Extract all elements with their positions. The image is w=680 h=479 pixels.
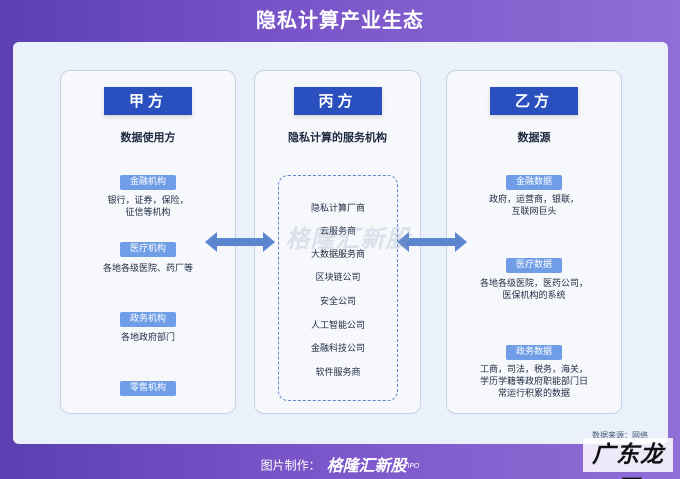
service-item: 云服务商 xyxy=(319,227,356,237)
service-item: 区块链公司 xyxy=(315,273,361,283)
footer-brand: 格隆汇新股 xyxy=(326,455,407,475)
column-party-c: 丙方 隐私计算的服务机构 xyxy=(254,70,421,414)
desc-financial-data: 政府，运营商，银联， 互联网巨头 xyxy=(447,194,621,218)
tag-government-institutions: 政务机构 xyxy=(119,312,177,327)
service-providers-box: 隐私计算厂商 云服务商 大数据服务商 区块链公司 安全公司 人工智能公司 金融科… xyxy=(278,175,398,401)
tag-government-data: 政务数据 xyxy=(505,345,563,360)
double-arrow-left-icon xyxy=(205,232,275,252)
desc-line: 学历学籍等政府职能部门日 xyxy=(479,377,588,387)
desc-line: 征信等机构 xyxy=(125,208,171,218)
service-item: 隐私计算厂商 xyxy=(310,204,365,214)
desc-line: 互联网巨头 xyxy=(511,207,557,217)
tag-financial-institutions: 金融机构 xyxy=(119,175,177,190)
service-item: 金融科技公司 xyxy=(310,344,365,354)
footer-credit: 图片制作： 格隆汇新股IPO xyxy=(0,451,680,479)
watermark-text: 格隆汇新股 xyxy=(285,225,411,253)
service-item: 安全公司 xyxy=(319,297,356,307)
page-title: 隐私计算产业生态 xyxy=(256,8,424,32)
desc-government-institutions: 各地政府部门 xyxy=(61,332,235,344)
party-b-heading: 乙方 xyxy=(490,87,578,115)
tag-financial-data: 金融数据 xyxy=(505,175,563,190)
column-party-b: 乙方 数据源 金融数据 政府，运营商，银联， 互联网巨头 医疗数据 各地各级医院… xyxy=(446,70,622,414)
desc-medical-institutions: 各地各级医院、药厂等 xyxy=(61,263,235,275)
service-item: 软件服务商 xyxy=(315,368,361,378)
desc-line: 各地各级医院、药厂等 xyxy=(102,264,193,274)
desc-line: 银行，证券，保险， xyxy=(107,196,189,206)
desc-line: 政府，运营商，银联， xyxy=(488,195,579,205)
tag-retail-institutions: 零售机构 xyxy=(119,381,177,396)
service-item: 人工智能公司 xyxy=(310,321,365,331)
party-c-heading: 丙方 xyxy=(293,87,382,115)
desc-medical-data: 各地各级医院，医药公司， 医保机构的系统 xyxy=(447,278,621,302)
tag-medical-institutions: 医疗机构 xyxy=(119,242,177,257)
double-arrow-right-icon xyxy=(397,232,467,252)
desc-government-data: 工商，司法，税务，海关， 学历学籍等政府职能部门日 常运行积累的数据 xyxy=(447,364,621,400)
desc-line: 常运行积累的数据 xyxy=(497,389,570,399)
desc-line: 各地政府部门 xyxy=(120,333,175,343)
tag-medical-data: 医疗数据 xyxy=(505,258,563,273)
desc-line: 各地各级医院，医药公司， xyxy=(479,279,588,289)
party-a-subtitle: 数据使用方 xyxy=(120,131,176,144)
party-a-heading: 甲方 xyxy=(104,87,192,115)
desc-line: 工商，司法，税务，海关， xyxy=(479,365,588,375)
desc-financial-institutions: 银行，证券，保险， 征信等机构 xyxy=(61,195,235,219)
footer-label: 图片制作： xyxy=(260,458,321,473)
source-note: 数据来源：网络 xyxy=(592,431,648,440)
party-b-subtitle: 数据源 xyxy=(517,131,551,144)
desc-line: 医保机构的系统 xyxy=(502,291,566,301)
party-c-subtitle: 隐私计算的服务机构 xyxy=(288,131,387,144)
footer-ipo: IPO xyxy=(407,461,420,470)
corner-watermark: 广东龙网 xyxy=(583,438,673,479)
service-item: 大数据服务商 xyxy=(310,250,365,260)
